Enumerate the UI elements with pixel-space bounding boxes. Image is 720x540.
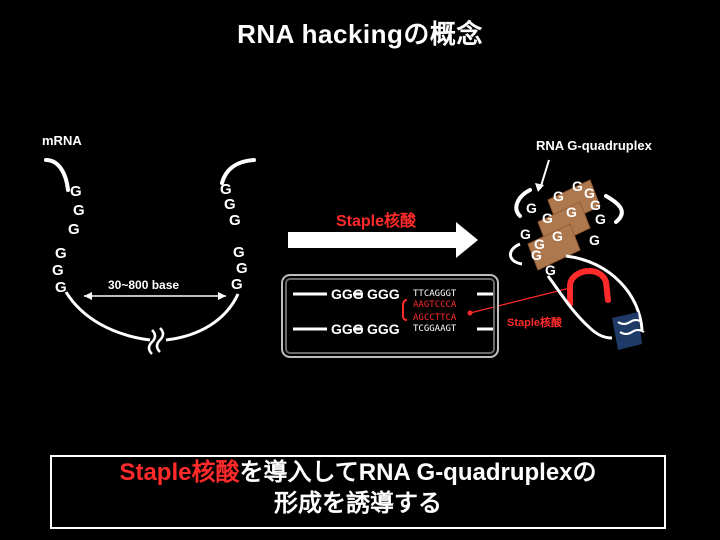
staple-hairpin: [567, 268, 611, 307]
g-letter: G: [531, 247, 542, 263]
mrna-u-curve: [64, 291, 151, 342]
g-letter: G: [584, 185, 595, 201]
g-letter: G: [534, 236, 545, 252]
g-letter: G: [595, 211, 606, 227]
staple-label: Staple核酸: [336, 213, 417, 230]
staple-sequence-top: AAGTCCCA: [413, 300, 457, 310]
mrna-label: mRNA: [42, 133, 82, 148]
g-letter: G: [224, 196, 236, 213]
mrna-break-mark-2: [155, 327, 165, 353]
ggg-block: GGG: [367, 286, 400, 302]
g-letter: G: [590, 197, 601, 213]
g-letter: G: [572, 178, 583, 194]
g-letter: G: [566, 204, 577, 220]
staple-sequence-bottom: AGCCTTCA: [413, 313, 457, 323]
mrna-right-arm: [220, 158, 256, 185]
g-letter: G: [553, 188, 564, 204]
staple-label-small: Staple核酸: [507, 317, 563, 329]
sequence-bottom: TCGGAAGT: [413, 324, 457, 334]
g-letter: G: [68, 221, 80, 238]
g-letter: G: [229, 212, 241, 229]
ggg-block: GGG: [331, 321, 364, 337]
ggg-block: GGG: [331, 286, 364, 302]
g-letter: G: [526, 200, 537, 216]
strand-end: [612, 312, 642, 350]
g-letter: G: [233, 244, 245, 261]
g-letter: G: [52, 262, 64, 279]
distance-label: 30~800 base: [108, 278, 180, 292]
mrna-left-arm: [44, 158, 70, 192]
mrna-break-mark: [147, 329, 157, 355]
g-letter: G: [542, 210, 553, 226]
distance-arrowhead-left: [84, 292, 92, 300]
g-letter: G: [236, 260, 248, 277]
g-letter: G: [520, 226, 531, 242]
g-letter: G: [70, 183, 82, 200]
sequence-top: TTCAGGGT: [413, 289, 457, 299]
g-letter: G: [231, 276, 243, 293]
sequence-lines: [293, 292, 493, 331]
g4-label: RNA G-quadruplex: [536, 138, 652, 153]
g-letter: G: [55, 279, 67, 296]
mrna-u-curve-right: [165, 293, 240, 342]
caption-line-1: Staple核酸を導入してRNA G-quadruplexの: [52, 457, 664, 488]
g-letter: G: [589, 232, 600, 248]
g-letter: G: [220, 181, 232, 198]
caption-line-2: 形成を誘導する: [274, 490, 442, 517]
sequence-box: GGG GGG TTCAGGGT AAGTCCCA AGCCTTCA GGG G…: [281, 274, 499, 358]
caption-highlight: Staple核酸: [119, 459, 240, 486]
g-letter: G: [552, 228, 563, 244]
slide-title: RNA hackingの概念: [237, 19, 483, 49]
ggg-block: GGG: [367, 321, 400, 337]
g-letter: G: [55, 245, 67, 262]
g-letter: G: [73, 202, 85, 219]
caption-text: を導入してRNA G-quadruplexの: [239, 459, 597, 486]
caption-box: Staple核酸を導入してRNA G-quadruplexの 形成を誘導する: [50, 455, 666, 529]
staple-bracket: [402, 299, 408, 321]
g-letter: G: [545, 262, 556, 278]
distance-arrowhead-right: [218, 292, 226, 300]
